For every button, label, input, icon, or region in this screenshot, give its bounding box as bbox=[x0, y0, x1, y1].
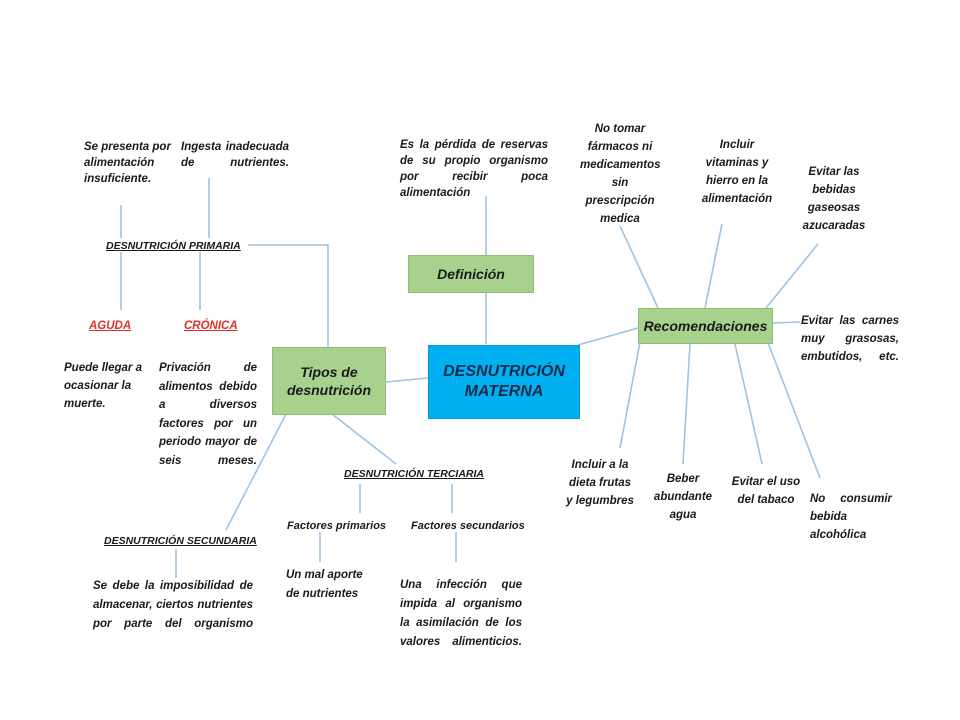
connector-tipos-primaria bbox=[248, 244, 329, 347]
cronica-desc: Privación de alimentos debido a diversos… bbox=[159, 362, 257, 467]
connector-rec-8 bbox=[766, 339, 821, 479]
connector-rec-6 bbox=[682, 343, 691, 465]
center-node: DESNUTRICIÓN MATERNA bbox=[428, 345, 580, 419]
primaria-cause-1: Se presenta por alimentación insuficient… bbox=[84, 141, 171, 185]
connector-rec-1 bbox=[619, 225, 659, 309]
primaria-cause-2: Ingesta inadecuada de nutrientes. bbox=[181, 141, 289, 169]
connector-rec-5 bbox=[619, 341, 641, 449]
aguda-desc: Puede llegar a ocasionar la muerte. bbox=[64, 362, 142, 410]
rec-item-7: Evitar el uso del tabaco bbox=[731, 476, 801, 506]
connector-rec-2 bbox=[704, 223, 723, 309]
connector-tipos-secundaria bbox=[225, 413, 287, 531]
factores-secundarios: Factores secundarios bbox=[411, 520, 525, 532]
tipos-node: Tipos de desnutrición bbox=[272, 347, 386, 415]
connector-center-recomendaciones bbox=[577, 327, 639, 346]
rec-item-2: Incluir vitaminas y hierro en la aliment… bbox=[701, 139, 773, 205]
rec-item-5: Incluir a la dieta frutas y legumbres bbox=[566, 459, 634, 507]
definicion-text: Es la pérdida de reservas de su propio o… bbox=[400, 139, 548, 199]
factores-primarios-desc: Un mal aporte de nutrientes bbox=[286, 569, 363, 600]
connector-rec-3 bbox=[765, 243, 819, 309]
primaria-title: DESNUTRICIÓN PRIMARIA bbox=[106, 240, 241, 252]
secundaria-desc: Se debe la imposibilidad de almacenar, c… bbox=[93, 580, 253, 630]
rec-item-1: No tomar fármacos ni medicamentos sin pr… bbox=[580, 123, 661, 225]
factores-primarios: Factores primarios bbox=[287, 520, 387, 532]
recomendaciones-node: Recomendaciones bbox=[638, 308, 773, 344]
cronica-label: CRÓNICA bbox=[184, 320, 238, 332]
factores-secundarios-desc: Una infección que impida al organismo la… bbox=[400, 579, 522, 648]
secundaria-title: DESNUTRICIÓN SECUNDARIA bbox=[104, 535, 257, 547]
definicion-node: Definición bbox=[408, 255, 534, 293]
connector-center-tipos bbox=[385, 377, 429, 383]
rec-item-4: Evitar las carnes muy grasosas, embutido… bbox=[801, 315, 899, 363]
rec-item-6: Beber abundante agua bbox=[653, 473, 713, 521]
rec-item-8: No consumir bebida alcohólica bbox=[810, 493, 892, 541]
connector-rec-7 bbox=[734, 343, 763, 465]
connector-rec-4 bbox=[771, 321, 801, 324]
rec-item-3: Evitar las bebidas gaseosas azucaradas bbox=[802, 166, 866, 232]
connector-tipos-terciaria bbox=[331, 413, 397, 465]
aguda-label: AGUDA bbox=[89, 320, 132, 332]
terciaria-title: DESNUTRICIÓN TERCIARIA bbox=[344, 468, 485, 480]
